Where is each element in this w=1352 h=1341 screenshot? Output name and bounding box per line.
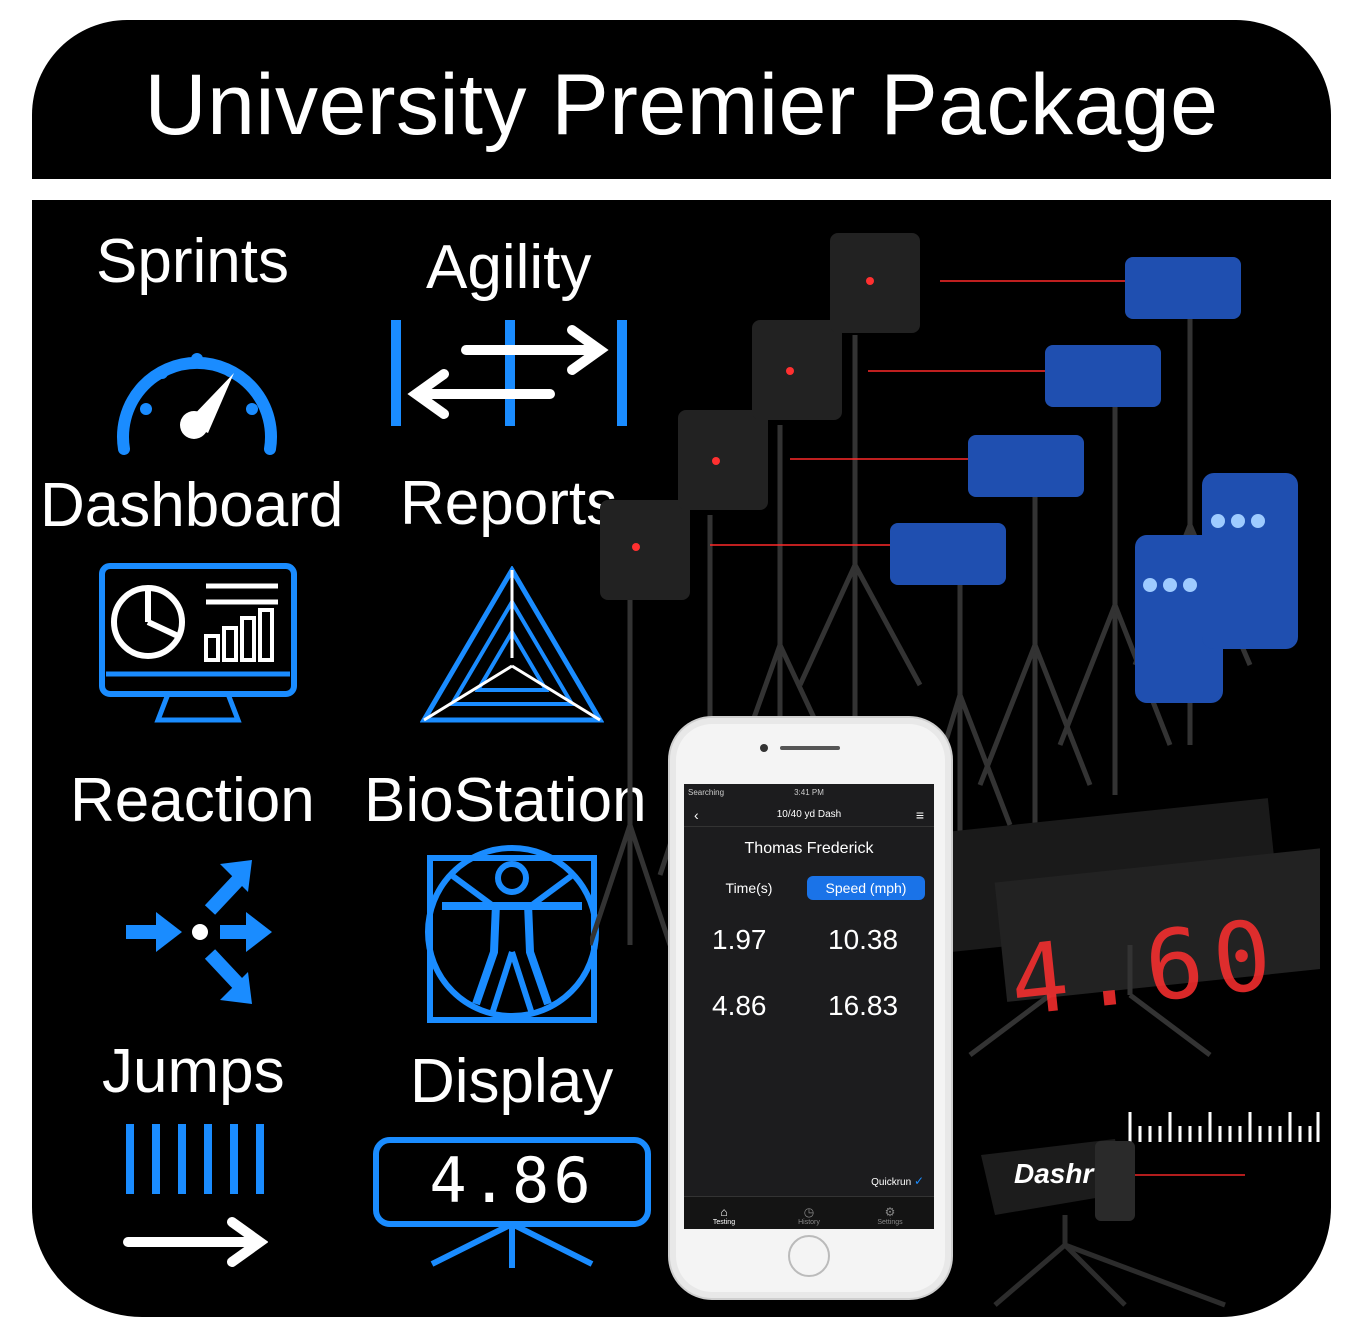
shuttle-arrows-icon [388, 318, 628, 430]
status-signal: Searching [688, 788, 725, 797]
clock-icon: ◷ [803, 1205, 815, 1219]
app-screen: Searching 3:41 PM ‹ 10/40 yd Dash ≡ Thom… [684, 784, 934, 1229]
back-chevron-icon[interactable]: ‹ [694, 807, 699, 823]
quickrun-label: Quickrun [871, 1177, 912, 1188]
speedometer-icon [110, 325, 284, 457]
feature-label-biostation: BioStation [364, 766, 647, 835]
tab-speed[interactable]: Speed (mph) [807, 876, 925, 900]
status-time: 3:41 PM [794, 788, 824, 797]
row-1-speed: 10.38 [828, 924, 899, 955]
led-display-icon [372, 1136, 652, 1270]
nav-title: 10/40 yd Dash [776, 809, 842, 820]
tab-bar: ⌂ Testing ◷ History ⚙ Settings [684, 1196, 934, 1229]
home-icon: ⌂ [720, 1205, 728, 1219]
feature-label-dashboard: Dashboard [40, 471, 344, 540]
timing-gates-illustration [590, 225, 1320, 1155]
home-button[interactable] [788, 1235, 830, 1277]
branching-arrows-icon [120, 856, 276, 1008]
feature-label-display: Display [410, 1047, 614, 1116]
feature-label-sprints: Sprints [96, 227, 289, 296]
nested-triangle-icon [420, 566, 604, 724]
tab-testing-label: Testing [712, 1219, 736, 1226]
monitor-chart-icon [98, 562, 298, 724]
gear-icon: ⚙ [884, 1205, 896, 1219]
dashr-logo: Dashr [1014, 1158, 1094, 1189]
tab-history[interactable]: ◷ History [779, 1205, 839, 1226]
quickrun-toggle[interactable]: Quickrun ✓ [871, 1174, 924, 1188]
ruler-icon [1126, 1106, 1322, 1146]
checkmark-icon: ✓ [913, 1174, 924, 1188]
tab-settings[interactable]: ⚙ Settings [860, 1205, 920, 1226]
athlete-name: Thomas Frederick [744, 840, 874, 857]
menu-icon[interactable]: ≡ [915, 807, 924, 823]
row-2-speed: 16.83 [828, 990, 899, 1021]
dashr-sensor-device [975, 1135, 1245, 1315]
feature-label-reports: Reports [400, 469, 618, 538]
tab-history-label: History [798, 1219, 820, 1226]
tab-testing[interactable]: ⌂ Testing [694, 1205, 754, 1226]
row-1-time: 1.97 [712, 924, 767, 955]
vitruvian-man-icon [422, 844, 602, 1024]
jump-mat-icon [122, 1120, 268, 1270]
feature-label-reaction: Reaction [70, 766, 315, 835]
tab-time[interactable]: Time(s) [725, 880, 773, 896]
page-title: University Premier Package [144, 57, 1219, 153]
display-icon-value: 4.86 [429, 1144, 595, 1217]
feature-label-jumps: Jumps [102, 1037, 285, 1106]
feature-label-agility: Agility [426, 233, 592, 302]
nav-bar: ‹ 10/40 yd Dash ≡ [684, 804, 934, 827]
tab-settings-label: Settings [877, 1219, 903, 1226]
header-bar: University Premier Package [32, 20, 1331, 179]
row-2-time: 4.86 [712, 990, 767, 1021]
